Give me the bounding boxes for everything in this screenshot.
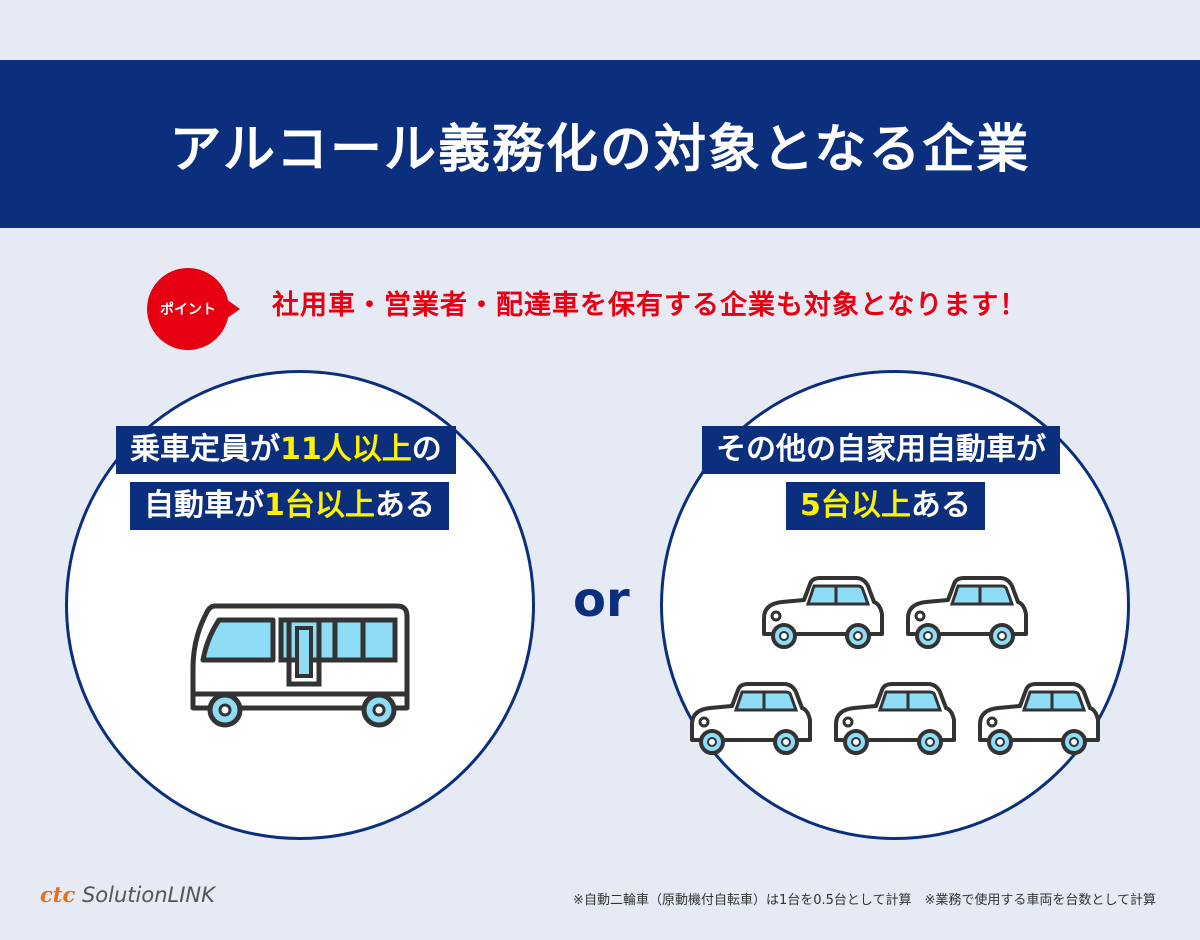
bus-icon xyxy=(190,603,410,728)
point-arrow-icon xyxy=(226,299,240,319)
title-banner: アルコール義務化の対象となる企業 xyxy=(0,60,1200,228)
left-line2-highlight: 1台以上 xyxy=(264,488,375,523)
right-label-line1: その他の自家用自動車が xyxy=(702,426,1060,474)
footnote: ※自動二輪車（原動機付自転車）は1台を0.5台として計算 ※業務で使用する車両を… xyxy=(573,893,1156,908)
left-line2-suffix: ある xyxy=(374,488,435,523)
right-label-line2: 5台以上ある xyxy=(786,482,985,530)
company-logo: ctc SolutionLINK xyxy=(40,882,215,907)
car-icon xyxy=(978,682,1100,755)
left-line1-highlight: 11人以上 xyxy=(280,432,412,467)
right-line2-highlight: 5台以上 xyxy=(800,488,911,523)
right-line2-suffix: ある xyxy=(910,488,971,523)
point-badge: ポイント xyxy=(147,268,229,350)
left-label-line1: 乗車定員が11人以上の xyxy=(116,426,456,474)
car-icon xyxy=(762,576,884,649)
car-icon xyxy=(834,682,956,755)
left-label-line2: 自動車が1台以上ある xyxy=(130,482,449,530)
left-line2-text: 自動車が xyxy=(144,488,264,523)
car-icon xyxy=(906,576,1028,649)
logo-solutionlink: SolutionLINK xyxy=(81,883,215,907)
point-text: 社用車・営業者・配達車を保有する企業も対象となります！ xyxy=(272,290,1028,321)
page-title: アルコール義務化の対象となる企業 xyxy=(169,119,1031,180)
car-icon xyxy=(690,682,812,755)
logo-ctc: ctc xyxy=(40,882,76,907)
left-line1-suffix: の xyxy=(411,432,442,467)
left-line1-text: 乗車定員が xyxy=(130,432,280,467)
or-text: or xyxy=(573,572,630,628)
